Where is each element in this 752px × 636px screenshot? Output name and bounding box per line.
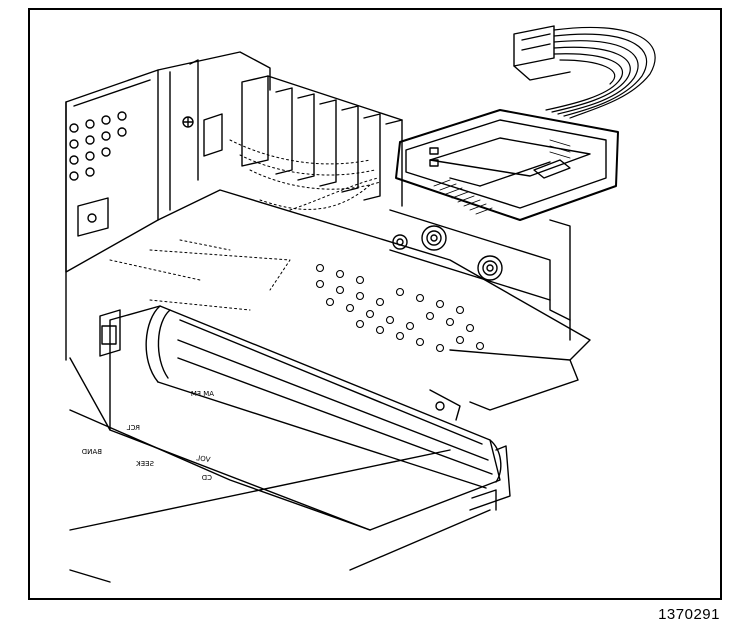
radio-chassis <box>65 51 591 421</box>
figure-number: 1370291 <box>658 606 720 623</box>
faceplate-labels: VOL CD RCL SEEK BAND AM FM <box>82 390 214 482</box>
bottom-vent-holes <box>315 263 485 353</box>
radio-faceplate <box>69 305 511 583</box>
label-band: BAND <box>82 448 102 456</box>
heat-sink-fins <box>241 75 403 207</box>
internal-wiring-dashed <box>109 139 381 311</box>
antenna-jack-icon <box>477 255 503 281</box>
connector-ribs <box>433 139 571 215</box>
label-rcl: RCL <box>127 424 140 432</box>
label-cd: CD <box>202 474 212 482</box>
grommet-icon <box>392 234 408 250</box>
label-seek: SEEK <box>136 460 154 468</box>
radio-connector-illustration: VOL CD RCL SEEK BAND AM FM <box>65 25 656 583</box>
antenna-jack-icon <box>421 225 447 251</box>
label-vol: VOL <box>196 454 211 464</box>
screw-icon <box>182 116 194 128</box>
label-fm: AM FM <box>191 390 214 398</box>
chassis-back-panel <box>389 209 571 341</box>
side-vent-holes <box>69 111 127 181</box>
illustration-frame: VOL CD RCL SEEK BAND AM FM <box>28 8 722 600</box>
wire-bundle <box>545 26 656 119</box>
harness-connector <box>395 25 656 221</box>
